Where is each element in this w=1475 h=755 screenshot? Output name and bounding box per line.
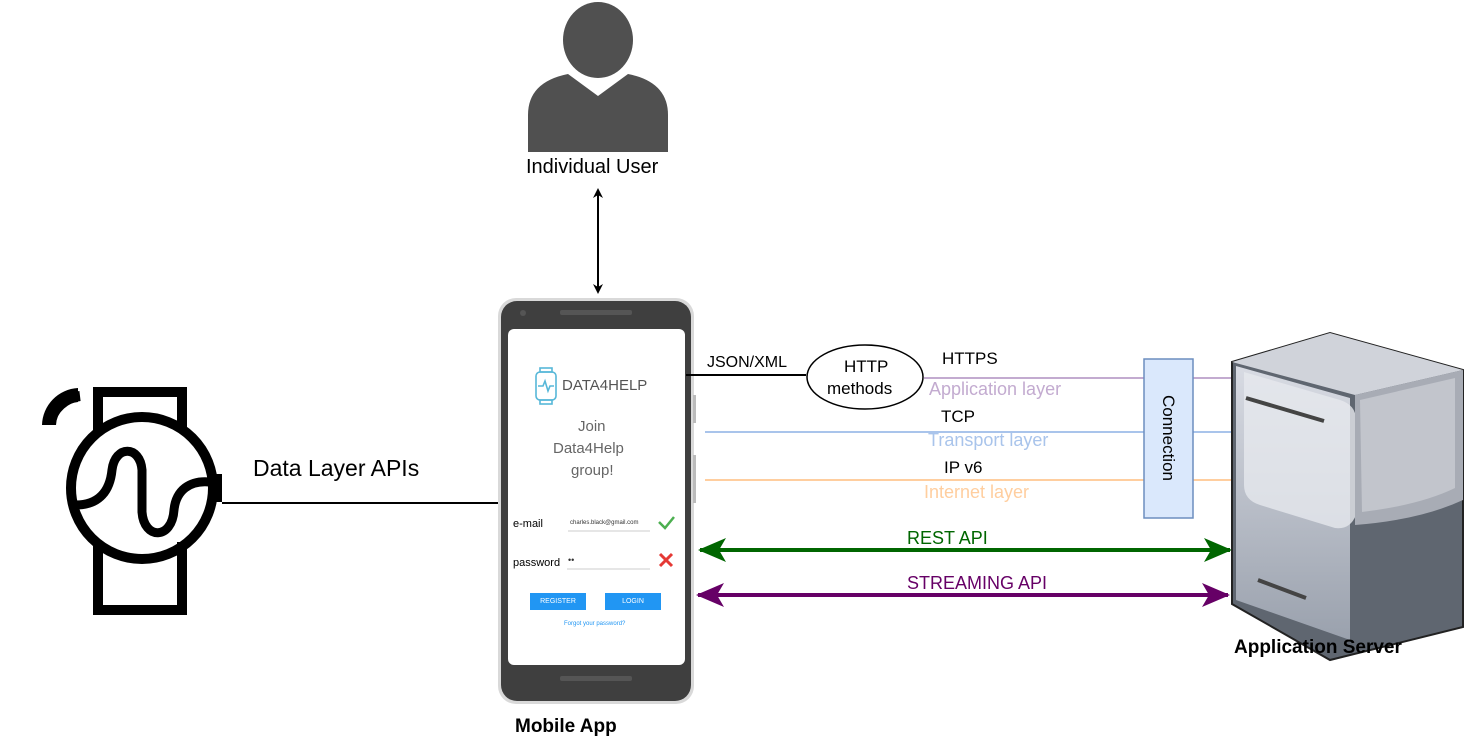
mobile-app-caption: Mobile App xyxy=(515,716,617,737)
https-label: HTTPS xyxy=(942,349,998,368)
login-button[interactable]: LOGIN xyxy=(605,593,661,610)
email-label: e-mail xyxy=(513,518,543,530)
ipv6-label: IP v6 xyxy=(944,458,983,477)
password-label: password xyxy=(513,557,561,569)
join-text-line-2: Data4Help xyxy=(553,440,624,457)
user-label: Individual User xyxy=(526,156,659,178)
application-layer-label: Application layer xyxy=(929,379,1062,399)
transport-layer-label: Transport layer xyxy=(928,430,1049,450)
internet-layer-label: Internet layer xyxy=(924,482,1030,502)
server-tower-icon xyxy=(1231,331,1464,662)
user-silhouette-icon xyxy=(528,2,668,152)
join-text-line-3: group! xyxy=(571,462,614,479)
wireless-signal-icon xyxy=(42,388,78,425)
join-text-line-1: Join xyxy=(578,418,606,435)
password-field[interactable]: •• xyxy=(568,555,575,565)
json-xml-label: JSON/XML xyxy=(707,354,788,371)
http-methods-line-1: HTTP xyxy=(844,357,889,376)
forgot-password-link[interactable]: Forgot your password? xyxy=(564,621,626,627)
connection-box xyxy=(1143,358,1194,519)
connection-label: Connection xyxy=(1159,394,1178,482)
app-title: DATA4HELP xyxy=(562,377,648,394)
http-methods-ellipse xyxy=(806,344,924,410)
cross-icon xyxy=(658,552,674,568)
smartwatch-icon xyxy=(45,387,222,615)
phone-frame xyxy=(498,298,696,704)
app-watch-logo-icon xyxy=(535,367,557,405)
rest-api-label: REST API xyxy=(907,528,988,548)
data-layer-label: Data Layer APIs xyxy=(253,455,420,481)
tcp-label: TCP xyxy=(941,407,975,426)
check-icon xyxy=(658,516,675,530)
streaming-api-label: STREAMING API xyxy=(907,573,1048,593)
http-methods-line-2: methods xyxy=(827,379,893,398)
register-button[interactable]: REGISTER xyxy=(530,593,586,610)
email-field[interactable]: charles.black@gmail.com xyxy=(570,520,639,526)
server-caption: Application Server xyxy=(1234,637,1402,658)
